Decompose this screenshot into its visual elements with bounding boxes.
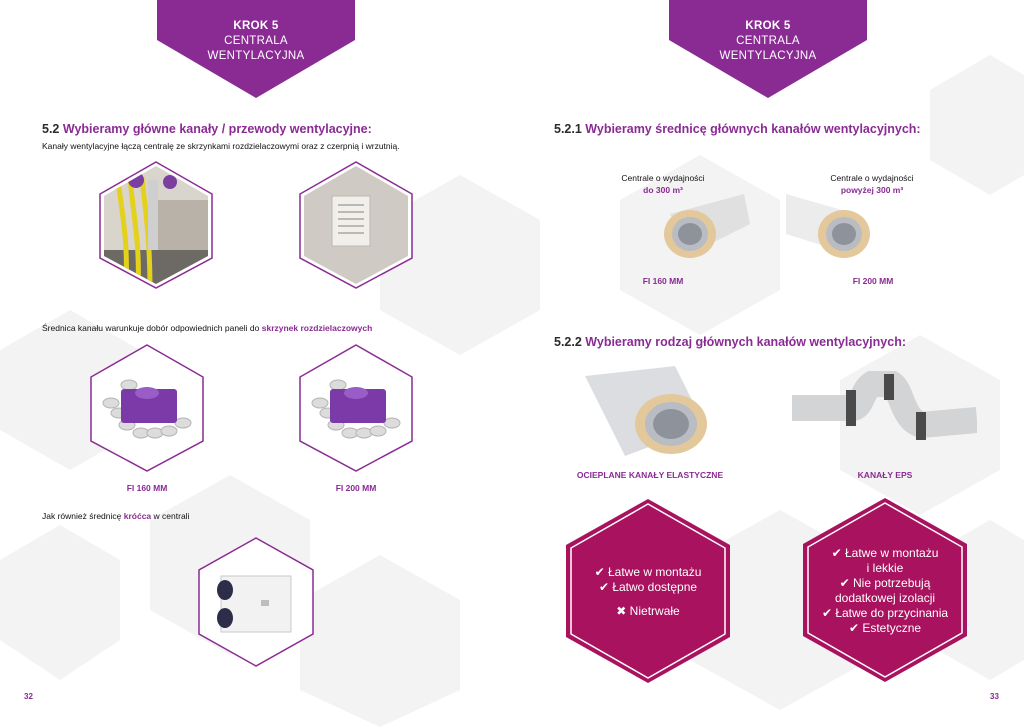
page-number-right: 33 bbox=[990, 692, 999, 701]
heading-text: Wybieramy średnicę głównych kanałów went… bbox=[585, 122, 921, 136]
flex-duct-200-image bbox=[786, 194, 870, 258]
insulated-flex-duct-image bbox=[585, 366, 707, 456]
duct-caption-160: FI 160 MM bbox=[642, 276, 684, 286]
duct1-spec: Centrale o wydajności do 300 m³ bbox=[603, 172, 723, 196]
page-number-left: 32 bbox=[24, 692, 33, 701]
duct2-value: powyżej 300 m³ bbox=[840, 185, 904, 195]
pros-item: ✔ Estetyczne bbox=[848, 621, 922, 635]
flex-duct-160-image bbox=[664, 194, 750, 258]
pros-item: dodatkowej izolacji bbox=[834, 591, 936, 605]
krok-line3: WENTYLACYJNA bbox=[719, 50, 817, 62]
heading-number: 5.2.2 bbox=[554, 335, 582, 349]
pros-item: ✔ Łatwe do przycinania bbox=[821, 606, 949, 620]
intro-text: Kanały wentylacyjne łączą centralę ze sk… bbox=[42, 141, 400, 151]
heading-text: Wybieramy rodzaj głównych kanałów wentyl… bbox=[585, 335, 906, 349]
type-caption-eps: KANAŁY EPS bbox=[857, 470, 913, 480]
duct2-spec: Centrale o wydajności powyżej 300 m³ bbox=[812, 172, 932, 196]
distribution-box-200-hex bbox=[299, 344, 413, 472]
section-heading-5-2-2: 5.2.2 Wybieramy rodzaj głównych kanałów … bbox=[554, 335, 906, 349]
pros-item: i lekkie bbox=[866, 561, 904, 575]
pros-item: ✔ Łatwe w montażu bbox=[594, 565, 702, 579]
krok-step: KROK 5 bbox=[233, 20, 279, 32]
pros-eps-list: ✔ Łatwe w montażu i lekkie ✔ Nie potrzeb… bbox=[815, 546, 955, 636]
heading-number: 5.2.1 bbox=[554, 122, 582, 136]
vent-grille-photo-hex bbox=[299, 161, 413, 289]
krocca-text-before: Jak również średnicę bbox=[42, 511, 122, 521]
banner-shape bbox=[157, 0, 355, 98]
eps-duct-image bbox=[792, 371, 977, 440]
pros-item: ✔ Nie potrzebują bbox=[839, 576, 931, 590]
pros-cons-flex-list: ✔ Łatwe w montażu ✔ Łatwo dostępne ✖ Nie… bbox=[580, 565, 716, 619]
ducts-photo-hex bbox=[99, 161, 213, 289]
pros-item: ✔ Łatwe w montażu bbox=[831, 546, 939, 560]
duct1-label: Centrale o wydajności bbox=[621, 173, 705, 183]
krocca-text-after: w centrali bbox=[153, 511, 190, 521]
diameter-text-main: Średnica kanału warunkuje dobór odpowied… bbox=[42, 323, 260, 333]
krok-banner-left: KROK 5 CENTRALA WENTYLACYJNA bbox=[157, 0, 355, 98]
duct2-label: Centrale o wydajności bbox=[830, 173, 914, 183]
pros-eps-hex bbox=[803, 498, 967, 682]
pros-cons-flex-hex bbox=[566, 499, 730, 683]
krocca-text-highlight: króćca bbox=[123, 511, 152, 521]
distribution-box-160-hex bbox=[90, 344, 204, 472]
diameter-text: Średnica kanału warunkuje dobór odpowied… bbox=[42, 323, 372, 333]
box-caption-200: FI 200 MM bbox=[335, 483, 377, 493]
krocca-text: Jak również średnicę króćca w centrali bbox=[42, 511, 189, 521]
krok-line3: WENTYLACYJNA bbox=[207, 50, 305, 62]
heading-number: 5.2 bbox=[42, 122, 60, 136]
krok-line2: CENTRALA bbox=[736, 35, 800, 47]
section-heading-5-2: 5.2 Wybieramy główne kanały / przewody w… bbox=[42, 122, 372, 136]
box-caption-160: FI 160 MM bbox=[126, 483, 168, 493]
duct-caption-200: FI 200 MM bbox=[852, 276, 894, 286]
ventilation-unit-hex bbox=[198, 537, 314, 667]
krok-line2: CENTRALA bbox=[224, 35, 288, 47]
duct1-value: do 300 m³ bbox=[643, 185, 683, 195]
krok-step: KROK 5 bbox=[745, 20, 791, 32]
cons-item: ✖ Nietrwałe bbox=[616, 604, 680, 618]
pros-spacer bbox=[580, 595, 716, 604]
banner-shape bbox=[669, 0, 867, 98]
type-caption-flex: OCIEPLANE KANAŁY ELASTYCZNE bbox=[576, 470, 724, 480]
diameter-text-highlight: skrzynek rozdzielaczowych bbox=[261, 323, 373, 333]
pros-item: ✔ Łatwo dostępne bbox=[598, 580, 698, 594]
krok-banner-right: KROK 5 CENTRALA WENTYLACYJNA bbox=[669, 0, 867, 98]
section-heading-5-2-1: 5.2.1 Wybieramy średnicę głównych kanałó… bbox=[554, 122, 921, 136]
heading-text: Wybieramy główne kanały / przewody wenty… bbox=[62, 122, 372, 136]
